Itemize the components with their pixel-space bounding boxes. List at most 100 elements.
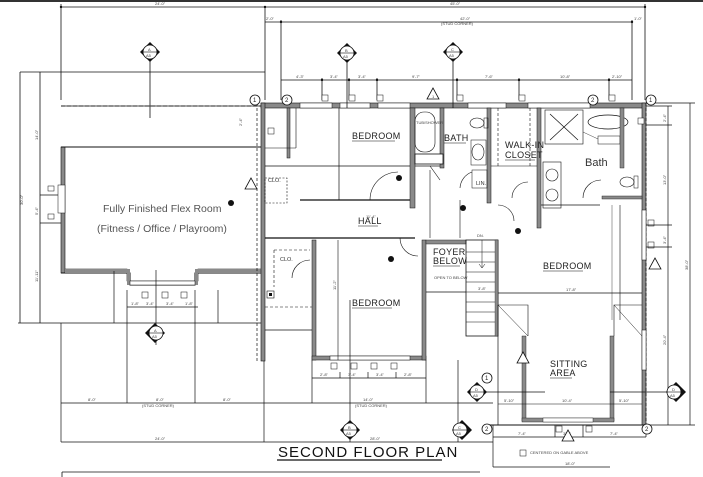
bedroom-top-label: BEDROOM	[352, 131, 401, 141]
hall-bath-label: BATH	[444, 133, 469, 143]
dim-left-lower: 11'-11"	[34, 270, 39, 282]
hall	[265, 170, 461, 257]
section-marker-c-top: C A5	[443, 42, 463, 108]
section-marker-d-left: D A5	[467, 382, 545, 402]
linen-label: LIN.	[476, 181, 487, 187]
dim-bottom-mid-seg-2: 3'-4"	[376, 372, 385, 377]
grid-bubble-1-right: 1	[649, 98, 653, 104]
bedroom-right-label: BEDROOM	[543, 261, 592, 271]
door-tags	[228, 175, 521, 262]
walk-in-closet-label-2: CLOSET	[505, 150, 543, 160]
tub-shower-note: TUB/SHOWER	[416, 120, 443, 125]
dim-right-seg-0: 2'-4"	[662, 113, 667, 122]
grid-bubble-2-bottom-left: 2	[485, 427, 489, 433]
dim-sitting-side-left: 5'-10"	[504, 398, 515, 403]
dim-bottom-right-seg-0: 7'-4"	[518, 431, 527, 436]
dim-bottom-right-overall: 18'-0"	[565, 461, 576, 466]
dim-flex-bay-2: 3'-4"	[166, 301, 175, 306]
section-marker-d-right: D A5	[610, 382, 686, 402]
dim-bottom-left-note: (STUD CORNER)	[142, 403, 175, 408]
dim-bottom-right-seg-2: 7'-4"	[610, 431, 619, 436]
dim-bottom-mid: 14'-0"	[363, 397, 374, 402]
dim-bottom-mid-note: (STUD CORNER)	[355, 403, 388, 408]
walk-in-closet-label-1: WALK-IN	[505, 140, 544, 150]
svg-text:A5: A5	[473, 393, 479, 398]
bedroom-right	[497, 204, 642, 320]
dim-top-seg-6: 2'-10"	[612, 74, 623, 79]
closet-top-label: CLO.	[268, 178, 281, 184]
grid-bubble-2-bottom-right: 2	[645, 427, 649, 433]
dim-stair-width: 3'-8"	[478, 286, 487, 291]
dim-hall-bedroom-width: 11'-4"	[366, 214, 376, 219]
svg-text:A5: A5	[456, 431, 462, 436]
sitting-area	[490, 304, 646, 426]
svg-text:B: B	[345, 48, 348, 53]
left-dimension-lines	[18, 72, 61, 324]
master-bath-label: Bath	[585, 157, 608, 169]
sitting-area-label-1: SITTING	[550, 359, 588, 369]
window-tags-top	[267, 94, 655, 249]
svg-text:A: A	[154, 328, 157, 333]
dim-studs-top: 42'-0"	[460, 16, 471, 21]
flex-room-sublabel: (Fitness / Office / Playroom)	[97, 223, 227, 235]
dim-bottom-mid-seg-1: 3'-4"	[348, 372, 357, 377]
svg-text:A5: A5	[346, 431, 352, 436]
section-marker-b-bottom: B A5	[340, 420, 360, 440]
svg-text:A5: A5	[449, 53, 455, 58]
dim-sitting-width: 10'-4"	[562, 398, 573, 403]
dim-bottom-mid-seg-0: 2'-8"	[320, 372, 329, 377]
main-house-walls	[256, 102, 647, 426]
dim-flex-bay-0: 1'-8"	[131, 301, 140, 306]
svg-text:A5: A5	[670, 393, 676, 398]
section-marker-a-bottom: A A5	[145, 323, 165, 343]
svg-text:D: D	[475, 387, 478, 392]
dim-bottom-mid-overall: 28'-0"	[370, 436, 381, 441]
dim-sitting-side-right: 5'-10"	[619, 398, 630, 403]
dim-left-overall: 30'-0"	[19, 194, 24, 205]
staircase	[465, 239, 499, 337]
foyer-label-1: FOYER	[433, 247, 466, 257]
walk-in-closet	[491, 107, 542, 229]
dim-bedroom-right-width: 17'-8"	[566, 287, 577, 292]
stair-dn-note: DN.	[477, 233, 484, 238]
grid-bubbles	[249, 94, 657, 435]
dim-top-bedroom-side: 2'-4"	[238, 117, 243, 126]
grid-bubble-2-right: 2	[591, 98, 595, 104]
dim-right-seg-3: 20'-4"	[662, 334, 667, 345]
dim-bedroom-mid-depth: 11'-2"	[332, 280, 337, 290]
section-marker-a-top: A A5	[140, 42, 160, 118]
dim-overall-top-right: 45'-0"	[450, 1, 461, 6]
revision-tag: 1	[432, 94, 435, 99]
dim-top-seg-3: 9'-7"	[412, 74, 421, 79]
section-marker-b-top: B A5	[337, 43, 357, 108]
closet-left-label: CLO.	[280, 257, 293, 263]
section-marker-c-bottom: C A5	[452, 420, 472, 440]
grid-bubble-1-bottom: 1	[485, 376, 489, 382]
master-bath	[541, 107, 643, 209]
open-to-below-note: OPEN TO BELOW	[434, 275, 468, 280]
dim-flex-bay-1: 3'-4"	[146, 301, 155, 306]
flex-room-label: Fully Finished Flex Room	[103, 203, 222, 215]
top-bedroom	[264, 107, 410, 204]
dim-bottom-left-seg-0: 8'-0"	[88, 397, 97, 402]
left-closet	[265, 249, 312, 331]
dim-bottom-mid-seg-3: 2'-8"	[404, 372, 413, 377]
svg-text:B: B	[348, 425, 351, 430]
dim-right-seg-1: 13'-0"	[662, 174, 667, 185]
foyer-label-2: BELOW	[433, 256, 467, 266]
hall-bath	[409, 107, 492, 209]
right-dimension-lines	[646, 102, 695, 426]
dim-bottom-left-seg-2: 8'-0"	[223, 397, 232, 402]
grid-bubble-2-left: 2	[285, 98, 289, 104]
centered-on-gable-note: CENTERED ON GABLE ABOVE	[530, 450, 589, 455]
dim-top-seg-0: 4'-3"	[296, 74, 305, 79]
dim-left-upper: 14'-0"	[34, 129, 39, 140]
dim-bottom-left-seg-1: 8'-0"	[156, 397, 165, 402]
dim-right-overall: 38'-0"	[684, 259, 689, 270]
dim-left-mid: 5'-4"	[34, 206, 39, 215]
dim-top-seg-4: 7'-6"	[485, 74, 494, 79]
hall-label: HALL	[358, 216, 382, 226]
dim-top-left-small: 2'-0"	[266, 16, 275, 21]
flex-room	[47, 105, 264, 286]
